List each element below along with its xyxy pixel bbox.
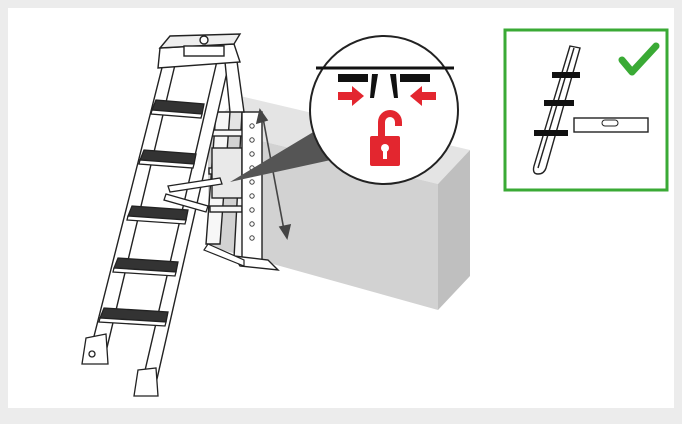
spirit-level-icon xyxy=(574,118,648,132)
level-check-inset xyxy=(505,30,667,190)
ladder-leveling-illustration xyxy=(8,8,682,424)
ladder-top-cap xyxy=(158,34,240,68)
illustration-panel xyxy=(8,8,674,408)
